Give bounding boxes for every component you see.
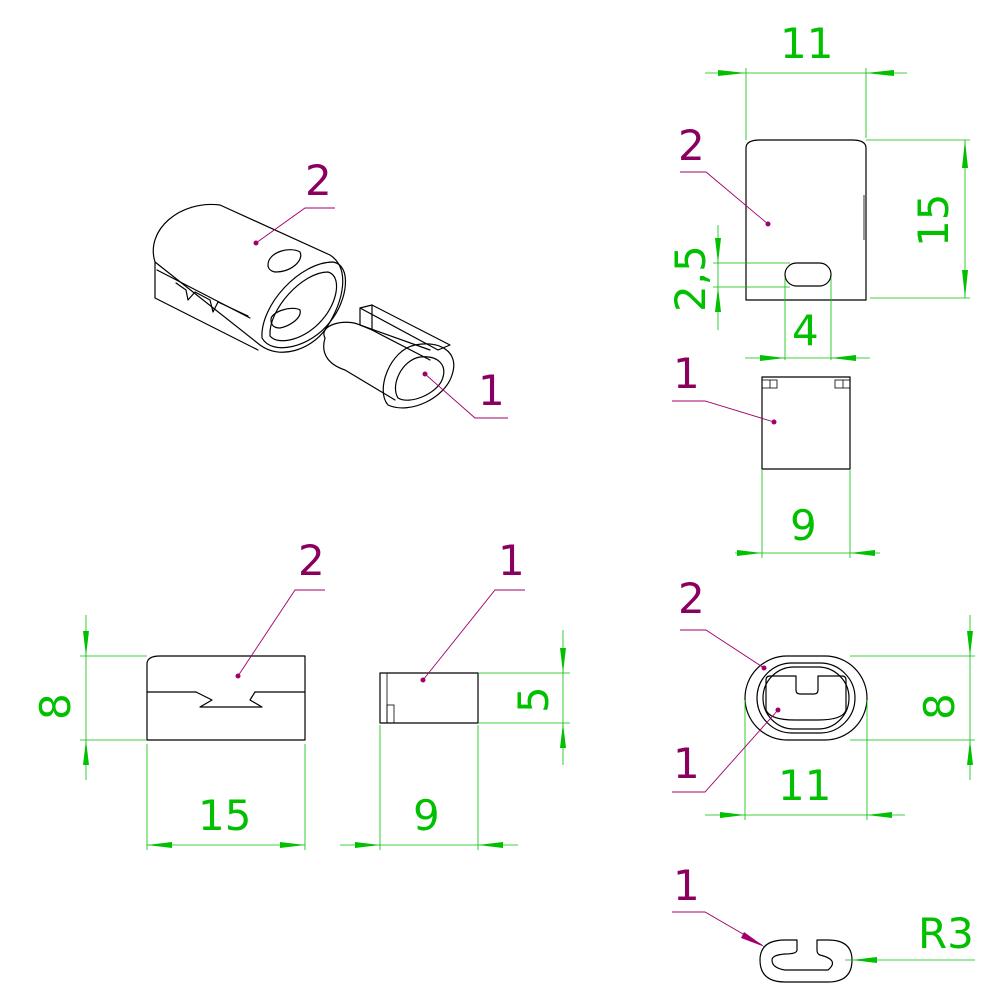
iso-label-body: 2	[253, 156, 335, 246]
side-insert-label-text: 1	[498, 536, 525, 585]
side-body-length-dim-text: 15	[198, 791, 251, 840]
front-insert-label-text: 1	[673, 349, 700, 398]
side-view-insert: 5 9 1	[340, 536, 570, 850]
iso-label-body-text: 2	[305, 156, 332, 205]
front-insert-width-dim-text: 9	[790, 501, 817, 550]
end-width-dim-text: 11	[778, 761, 831, 810]
end-view-assembly: 8 11 2 1	[672, 574, 975, 820]
insert-end-radius-dim-text: R3	[918, 909, 974, 958]
insert-end-view: R3 1	[672, 861, 975, 983]
side-body-height-dim-text: 8	[31, 693, 80, 720]
front-view-insert: 9 1	[672, 349, 880, 558]
side-view-body: 8 15 2	[31, 536, 325, 850]
iso-insert-part	[323, 304, 455, 409]
front-height-dim-text: 15	[909, 194, 958, 247]
iso-label-insert: 1	[422, 366, 508, 419]
end-height-dim-text: 8	[915, 693, 964, 720]
iso-body-part	[152, 203, 346, 353]
side-body-label-text: 2	[298, 536, 325, 585]
side-insert-height-dim-text: 5	[509, 686, 558, 713]
end-label-insert-text: 1	[673, 739, 700, 788]
end-label-body-text: 2	[678, 574, 705, 623]
side-insert-length-dim-text: 9	[413, 791, 440, 840]
front-slot-width-dim-text: 4	[792, 306, 819, 355]
insert-end-label-text: 1	[673, 861, 700, 910]
front-width-dim-text: 11	[780, 19, 833, 68]
isometric-view: 2 1	[152, 156, 508, 419]
front-label-body-text: 2	[678, 121, 705, 170]
front-slot-height-dim-text: 2,5	[666, 245, 715, 312]
iso-label-insert-text: 1	[478, 366, 505, 415]
front-view-body: 11 15 2,5 4 2	[666, 19, 970, 361]
